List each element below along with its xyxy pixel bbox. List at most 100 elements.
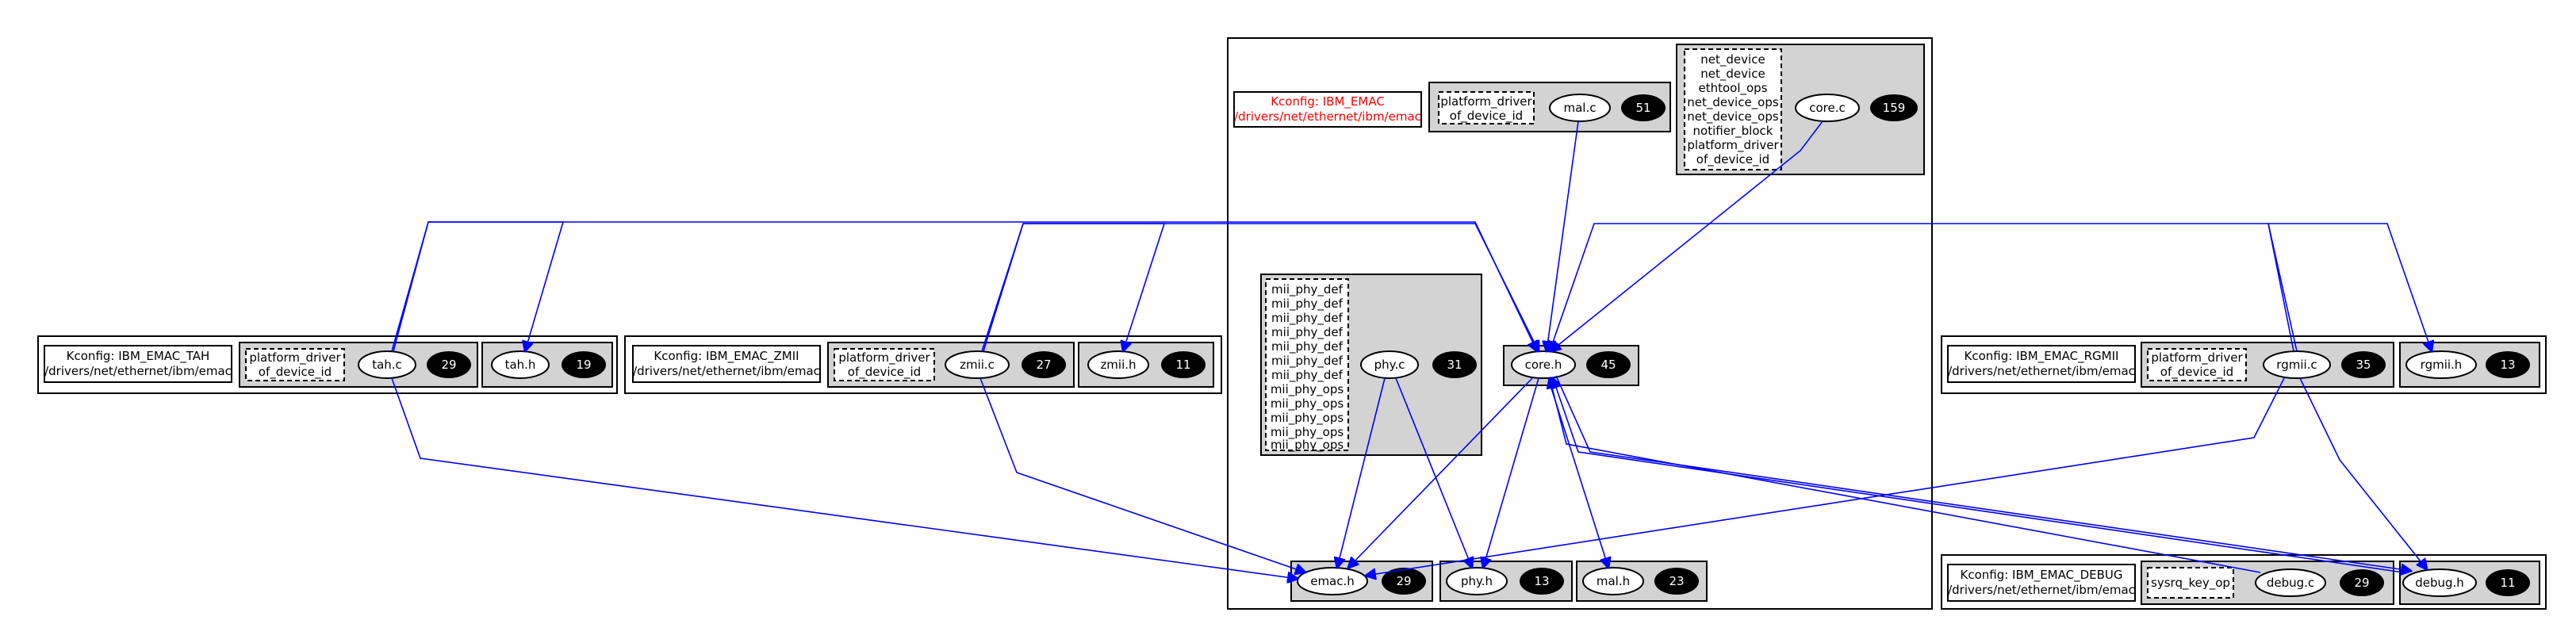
svg-text:core.c: core.c (1809, 101, 1846, 115)
count-badge-rgmii-c (2341, 351, 2386, 378)
edge-mal-c-core-h (1547, 121, 1579, 351)
group-zmii-h: zmii.h 11 (1078, 342, 1214, 388)
svg-text:31: 31 (1447, 358, 1462, 372)
svg-text:Kconfig: IBM_EMAC_TAH: Kconfig: IBM_EMAC_TAH (67, 349, 210, 364)
svg-text:/drivers/net/ethernet/ibm/emac: /drivers/net/ethernet/ibm/emac (633, 364, 820, 378)
edge-rgmii-c-debug-h (2299, 377, 2427, 569)
count-badge-zmii-c (1022, 351, 1066, 378)
edge-core-h-emac-h (1348, 377, 1533, 568)
group-core-c: net_device net_device ethtool_ops net_de… (1676, 44, 1925, 175)
group-rgmii-h: rgmii.h 13 (2399, 342, 2540, 388)
svg-text:29: 29 (2354, 576, 2369, 590)
count-badge-zmii-h (1161, 351, 1206, 378)
svg-text:mii_phy_def: mii_phy_def (1271, 339, 1344, 354)
kconfig-tah-label: Kconfig: IBM_EMAC_TAH /drivers/net/ether… (44, 345, 232, 383)
edge-zmii-c-zmii-h (983, 223, 1166, 351)
count-badge-core-c (1870, 94, 1918, 121)
svg-text:ethtool_ops: ethtool_ops (1698, 81, 1767, 96)
group-phy-h: phy.h 13 (1439, 561, 1573, 602)
symbols-zmii-c (834, 348, 935, 381)
kconfig-debug-label: Kconfig: IBM_EMAC_DEBUG /drivers/net/eth… (1947, 564, 2136, 602)
edge-rgmii-c-rgmii-h (2267, 223, 2432, 351)
svg-text:Kconfig: IBM_EMAC: Kconfig: IBM_EMAC (1271, 94, 1385, 109)
file-node-debug-c[interactable] (2255, 568, 2326, 597)
file-node-mal-c[interactable] (1549, 94, 1611, 122)
edges (391, 121, 2432, 579)
count-badge-debug-h (2486, 569, 2530, 596)
svg-text:platform_driver: platform_driver (1440, 94, 1532, 109)
count-badge-phy-h (1520, 568, 1564, 595)
svg-text:phy.h: phy.h (1461, 574, 1493, 588)
svg-text:11: 11 (1175, 358, 1190, 372)
svg-text:platform_driver: platform_driver (1687, 138, 1779, 153)
edge-zmii-c-emac-h (979, 377, 1305, 572)
svg-text:27: 27 (1036, 358, 1051, 372)
count-badge-emac-h (1382, 568, 1426, 595)
svg-text:debug.h: debug.h (2415, 576, 2464, 590)
svg-text:of_device_id: of_device_id (2160, 365, 2233, 380)
edge-tah-c-tah-h (393, 221, 565, 351)
svg-text:13: 13 (2500, 358, 2515, 372)
svg-text:mii_phy_def: mii_phy_def (1271, 297, 1344, 312)
file-node-core-c[interactable] (1795, 94, 1860, 122)
svg-text:rgmii.c: rgmii.c (2276, 358, 2317, 372)
svg-text:tah.h: tah.h (505, 358, 536, 372)
group-rgmii-c: platform_driver of_device_id rgmii.c 35 (2141, 342, 2394, 388)
file-node-rgmii-h[interactable] (2405, 350, 2477, 379)
file-node-tah-c[interactable] (358, 350, 416, 379)
svg-text:debug.c: debug.c (2267, 576, 2314, 590)
file-node-zmii-c[interactable] (945, 350, 1010, 379)
group-tah-h: tah.h 19 (481, 342, 613, 388)
svg-text:zmii.c: zmii.c (960, 358, 995, 372)
svg-text:/drivers/net/ethernet/ibm/emac: /drivers/net/ethernet/ibm/emac (1948, 364, 2135, 378)
file-node-zmii-h[interactable] (1087, 350, 1149, 379)
svg-text:notifier_block: notifier_block (1693, 124, 1773, 139)
symbols-core-c (1684, 48, 1782, 170)
symbols-mal-c (1438, 91, 1535, 124)
count-badge-mal-c (1621, 94, 1666, 121)
svg-text:mii_phy_def: mii_phy_def (1271, 368, 1344, 383)
count-badge-phy-c (1432, 351, 1477, 378)
svg-text:19: 19 (576, 358, 591, 372)
svg-text:Kconfig: IBM_EMAC_ZMII: Kconfig: IBM_EMAC_ZMII (654, 349, 799, 364)
svg-text:mal.h: mal.h (1597, 574, 1630, 588)
edge-debug-c-core-h (1550, 378, 2261, 573)
svg-text:of_device_id: of_device_id (1450, 109, 1523, 124)
count-badge-tah-c (427, 351, 471, 378)
file-node-phy-h[interactable] (1446, 567, 1508, 595)
edge-phy-c-phy-h (1395, 377, 1472, 568)
svg-text:core.h: core.h (1525, 358, 1562, 372)
svg-text:emac.h: emac.h (1310, 574, 1355, 588)
count-badge-core-h (1586, 351, 1631, 378)
svg-text:11: 11 (2500, 576, 2515, 590)
file-node-tah-h[interactable] (491, 350, 550, 379)
svg-text:platform_driver: platform_driver (838, 350, 930, 366)
count-badge-rgmii-h (2486, 351, 2530, 378)
svg-text:tah.c: tah.c (372, 358, 402, 372)
file-node-phy-c[interactable] (1360, 350, 1419, 379)
svg-text:mii_phy_ops: mii_phy_ops (1271, 396, 1344, 411)
group-tah-c: platform_driver of_device_id tah.c 29 (239, 342, 478, 388)
count-badge-debug-c (2340, 569, 2384, 596)
symbols-debug-c (2147, 567, 2234, 599)
file-node-debug-h[interactable] (2402, 568, 2477, 597)
group-debug-h: debug.h 11 (2399, 561, 2540, 605)
svg-text:45: 45 (1600, 358, 1616, 372)
svg-text:29: 29 (1396, 574, 1411, 588)
svg-text:23: 23 (1669, 574, 1684, 588)
svg-text:zmii.h: zmii.h (1100, 358, 1136, 372)
edge-rgmii-c-emac-h (1366, 377, 2285, 576)
symbols-rgmii-c (2147, 348, 2247, 381)
group-debug-c: sysrq_key_op debug.c 29 (2141, 561, 2394, 605)
group-core-h: core.h 45 (1503, 345, 1639, 386)
kconfig-emac-label: Kconfig: IBM_EMAC /drivers/net/ethernet/… (1233, 91, 1422, 128)
group-emac-h: emac.h 29 (1290, 561, 1433, 602)
svg-text:mii_phy_def: mii_phy_def (1271, 311, 1344, 326)
svg-text:35: 35 (2356, 358, 2371, 372)
file-node-mal-h[interactable] (1582, 567, 1644, 595)
svg-text:net_device: net_device (1700, 52, 1765, 67)
svg-text:13: 13 (1534, 574, 1549, 588)
svg-text:/drivers/net/ethernet/ibm/emac: /drivers/net/ethernet/ibm/emac (44, 364, 232, 378)
count-badge-tah-h (562, 351, 606, 378)
kconfig-zmii-label: Kconfig: IBM_EMAC_ZMII /drivers/net/ethe… (632, 345, 821, 383)
